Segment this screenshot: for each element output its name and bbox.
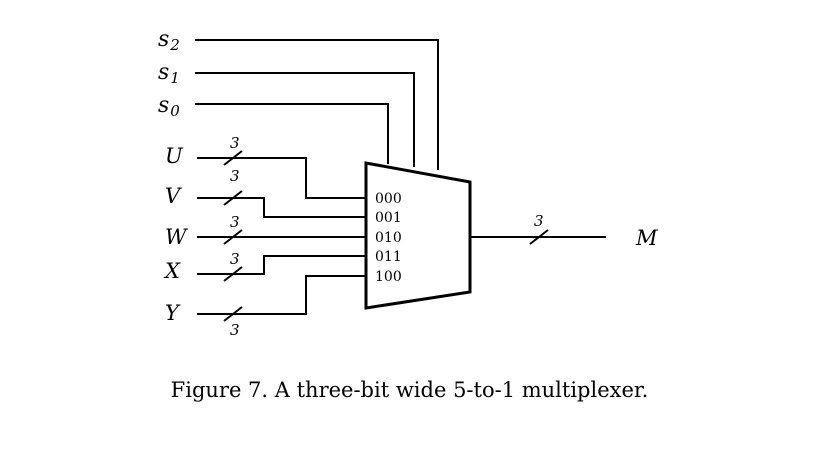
select-wire-s0 <box>195 103 389 164</box>
bus-slash-w <box>223 229 243 245</box>
input-label-y: Y <box>165 301 181 325</box>
bus-width-x: 3 <box>230 250 240 268</box>
select-label-s0: s0 <box>158 93 180 120</box>
code-001: 001 <box>375 210 402 226</box>
select-wire-s1 <box>195 72 415 167</box>
input-wire-u <box>197 157 366 199</box>
select-wire-s2 <box>195 39 439 170</box>
input-wire-x <box>197 255 366 275</box>
bus-slash-x <box>223 266 243 282</box>
input-label-v: V <box>165 184 182 208</box>
select-label-s1: s1 <box>158 60 180 87</box>
bus-slash-v <box>223 190 243 206</box>
mux-block <box>364 161 472 310</box>
bus-slash-u <box>223 150 243 166</box>
bus-width-w: 3 <box>230 213 240 231</box>
bus-width-y: 3 <box>230 321 240 339</box>
input-label-u: U <box>165 144 184 168</box>
code-000: 000 <box>375 191 402 207</box>
bus-width-m: 3 <box>534 212 544 230</box>
input-wire-v <box>197 197 366 218</box>
code-011: 011 <box>375 249 402 265</box>
input-wire-y <box>197 275 366 315</box>
bus-slash-m <box>529 229 549 245</box>
select-label-s2: s2 <box>158 27 180 54</box>
bus-width-u: 3 <box>230 134 240 152</box>
bus-slash-y <box>223 306 243 322</box>
input-label-w: W <box>165 225 189 249</box>
output-label-m: M <box>635 226 658 250</box>
bus-width-v: 3 <box>230 167 240 185</box>
input-label-x: X <box>163 259 181 283</box>
code-010: 010 <box>375 230 402 246</box>
code-100: 100 <box>375 269 402 285</box>
figure-caption: Figure 7. A three-bit wide 5-to-1 multip… <box>170 378 649 402</box>
